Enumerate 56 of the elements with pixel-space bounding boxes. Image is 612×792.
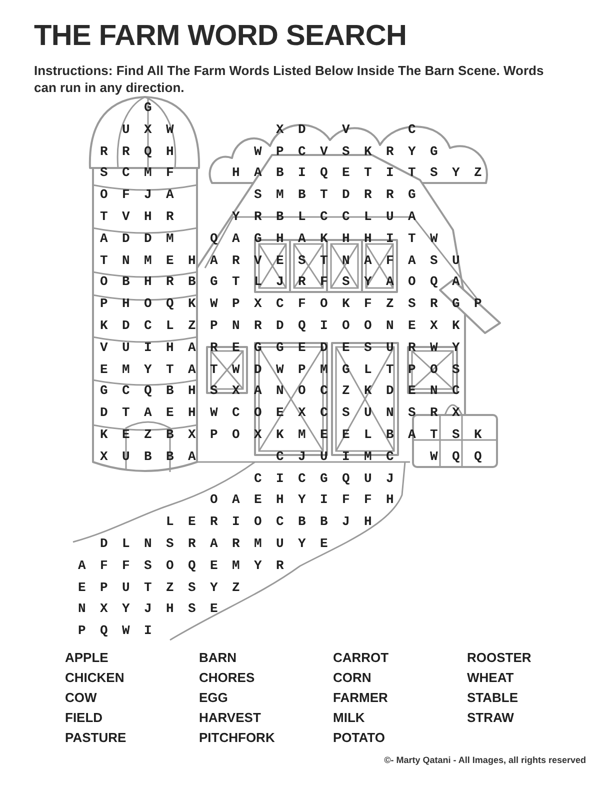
- letter-row: A F F S O Q E M Y R: [78, 558, 288, 574]
- letter-row: O B H R B G T L J R F S Y A O Q A: [100, 274, 464, 290]
- word-list-item: FARMER: [333, 690, 388, 705]
- word-list-item: POTATO: [333, 730, 385, 745]
- letter-row: Y R B L C C L U A: [232, 209, 420, 225]
- letter-row: X D: [276, 122, 310, 138]
- letter-row: E M Y T A T W D W P M G L T P O S: [100, 362, 464, 378]
- letter-row: O F J A: [100, 187, 178, 204]
- letter-row: D T A E H W C O E X C S U N S R X: [100, 405, 464, 422]
- letter-row: P H O Q K W P X C F O K F Z S R G P: [100, 296, 486, 312]
- letter-row: V U I H A R E G G E D E S U R W Y: [100, 340, 464, 356]
- copyright-note: ©- Marty Qatani - All Images, all rights reserved: [384, 755, 586, 765]
- word-list-item: APPLE: [65, 650, 108, 665]
- letter-row: T N M E H A R V E S T N A F A S U: [100, 252, 464, 269]
- word-list-item: FIELD: [65, 710, 103, 725]
- letter-row: H A B I Q E T I T S Y Z: [232, 165, 486, 182]
- letter-row: C J U I M C: [276, 448, 398, 465]
- letter-row: C I C G Q U J: [254, 470, 398, 487]
- letter-row: D L N S R A R M U Y E: [100, 536, 332, 552]
- word-list-item: WHEAT: [467, 670, 514, 685]
- word-list-item: CHORES: [199, 670, 255, 685]
- word-list-item: COW: [65, 690, 97, 705]
- word-list-item: BARN: [199, 650, 237, 665]
- letter-row: W Q Q: [430, 448, 486, 465]
- title: THE FARM WORD SEARCH: [34, 20, 407, 53]
- letter-row: V: [342, 122, 354, 138]
- word-list-item: CHICKEN: [65, 670, 124, 685]
- instructions-text: Instructions: Find All The Farm Words Listed Below Inside The Barn Scene. Words can run in any direction.: [34, 62, 545, 96]
- word-list-item: HARVEST: [199, 710, 261, 725]
- word-list-item: EGG: [199, 690, 228, 705]
- letter-row: W P C V S K R Y G: [254, 144, 442, 160]
- word-list-item: STABLE: [467, 690, 518, 705]
- letter-row: A D D M: [100, 230, 178, 247]
- letter-row: R R Q H: [100, 144, 178, 160]
- letter-row: Q A G H A K H H I T W: [210, 230, 442, 247]
- letter-row: K E Z B X P O X K M E E L B A T S K: [100, 427, 486, 443]
- letter-row: G: [144, 100, 156, 116]
- letter-row: S M B T D R R G: [254, 187, 420, 204]
- word-list-item: PITCHFORK: [199, 730, 275, 745]
- letter-row: S C M F: [100, 165, 178, 182]
- letter-row: C: [408, 122, 420, 138]
- letter-row: T V H R: [100, 209, 178, 225]
- letter-row: X U B B A: [100, 448, 200, 465]
- word-list-item: STRAW: [467, 710, 514, 725]
- word-list-item: CARROT: [333, 650, 389, 665]
- word-list-item: MILK: [333, 710, 365, 725]
- letter-row: N X Y J H S E: [78, 601, 222, 618]
- letter-row: L E R I O C B B J H: [166, 514, 376, 530]
- letter-row: O A E H Y I F F H: [210, 492, 398, 508]
- letter-row: P Q W I: [78, 623, 156, 640]
- word-list-item: ROOSTER: [467, 650, 532, 665]
- letter-row: E P U T Z S Y Z: [78, 580, 244, 596]
- word-list-item: PASTURE: [65, 730, 126, 745]
- letter-row: U X W: [122, 122, 178, 138]
- word-list-item: CORN: [333, 670, 372, 685]
- letter-row: K D C L Z P N R D Q I O O N E X K: [100, 318, 464, 334]
